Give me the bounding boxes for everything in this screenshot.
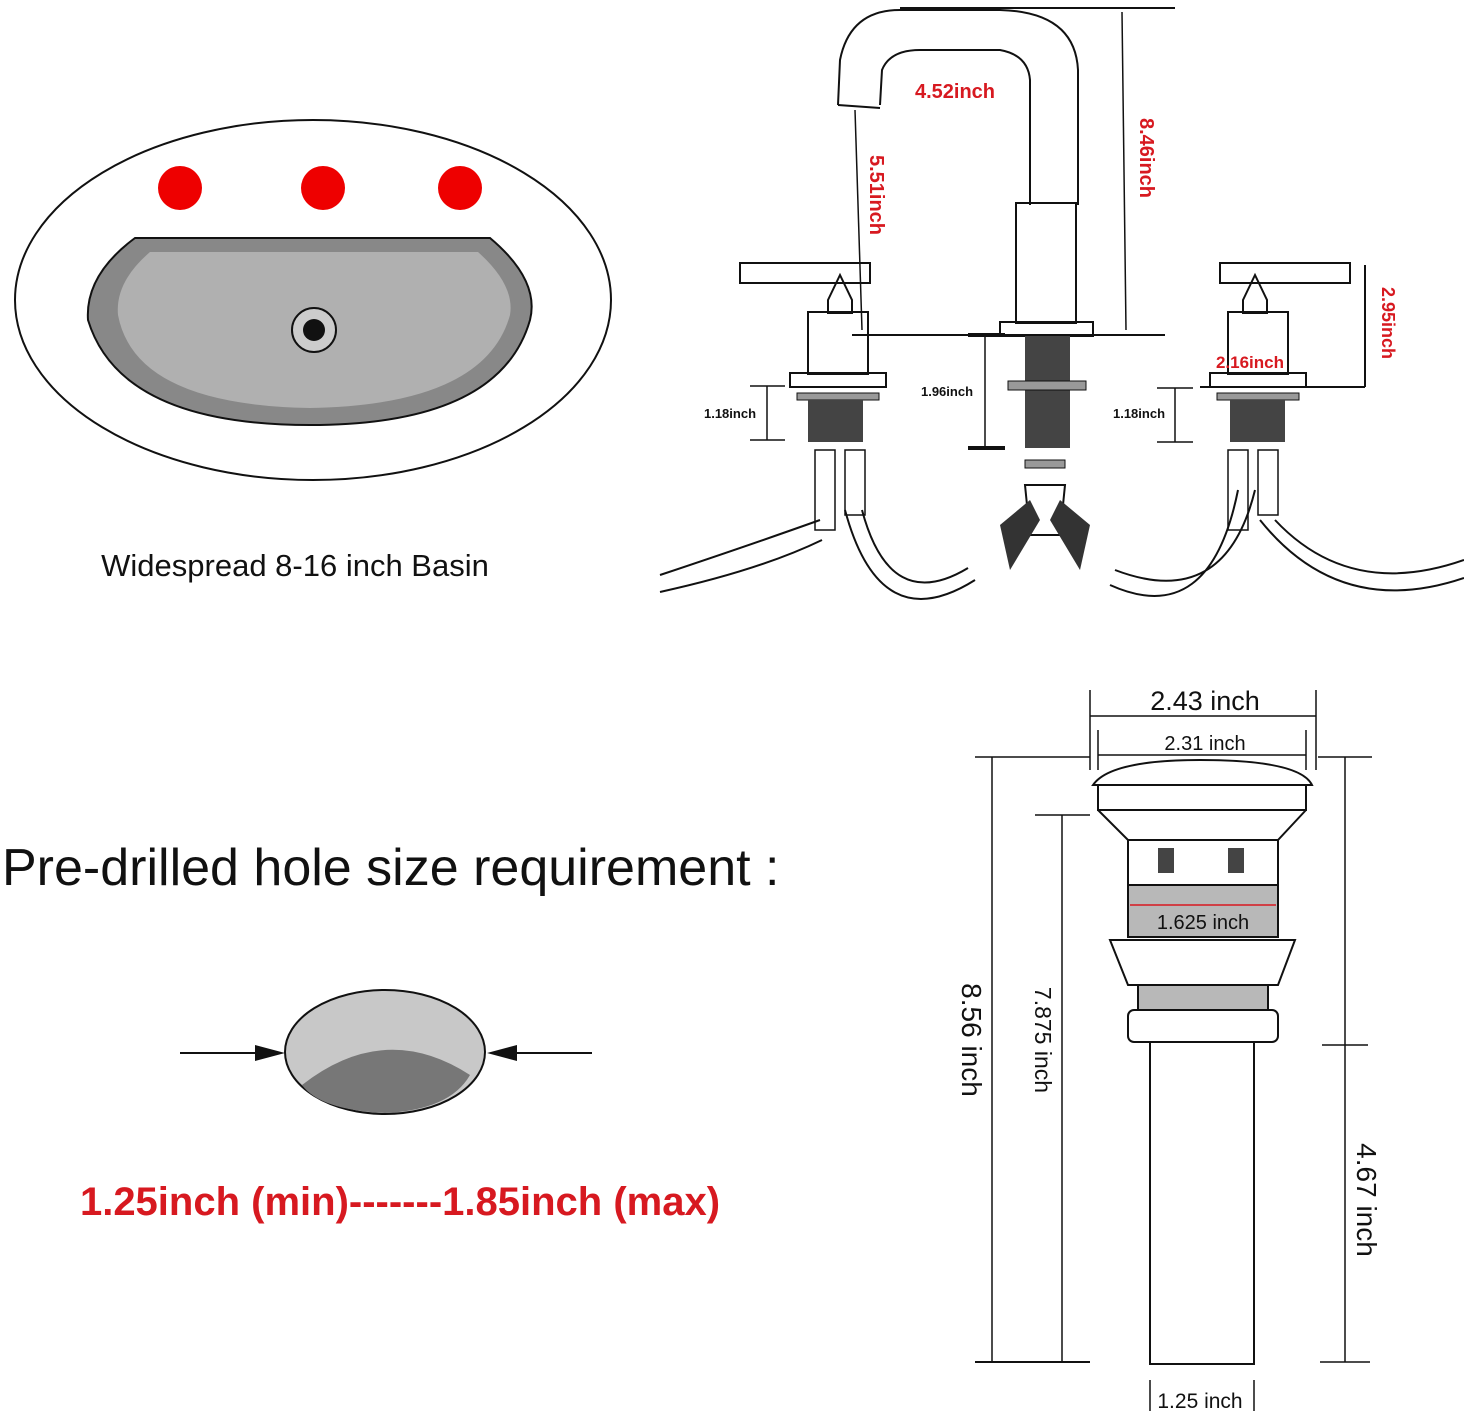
faucet-hole-center [301, 166, 345, 210]
drain-top-inner-label: 2.31 inch [1164, 733, 1245, 755]
drain-illustration: 2.43 inch 2.31 inch 1.625 inch 8.56 inch… [956, 686, 1382, 1411]
drain-body-label: 1.625 inch [1157, 912, 1249, 934]
faucet-hole-left [158, 166, 202, 210]
spout-reach-label: 4.52inch [915, 81, 995, 103]
drain-tail-diameter-label: 1.25 inch [1157, 1390, 1242, 1411]
hole-size-range: 1.25inch (min)-------1.85inch (max) [80, 1180, 720, 1224]
right-shank-label: 1.18inch [1113, 406, 1165, 421]
handle-spacing-label: 2.16inch [1216, 353, 1284, 372]
center-shank-label: 1.96inch [921, 384, 973, 399]
drain-inner-height-label: 7.875 inch [1030, 987, 1056, 1093]
faucet-hole-right [438, 166, 482, 210]
basin-caption: Widespread 8-16 inch Basin [101, 548, 489, 583]
faucet-illustration: 4.52inch 5.51inch 8.46inch 2.95inch 2.16… [659, 7, 1464, 600]
hole-requirement: Pre-drilled hole size requirement : 1.25… [2, 839, 779, 1224]
drain-top-outer-label: 2.43 inch [1150, 686, 1260, 716]
drain-total-height-label: 8.56 inch [956, 983, 987, 1097]
basin-illustration: Widespread 8-16 inch Basin [14, 119, 612, 583]
spout-height-label: 5.51inch [865, 155, 887, 235]
handle-height-label: 2.95inch [1378, 287, 1398, 359]
hole-heading: Pre-drilled hole size requirement : [2, 839, 779, 897]
left-shank-label: 1.18inch [704, 406, 756, 421]
total-height-label: 8.46inch [1135, 118, 1157, 198]
drain-tail-height-label: 4.67 inch [1351, 1143, 1382, 1257]
